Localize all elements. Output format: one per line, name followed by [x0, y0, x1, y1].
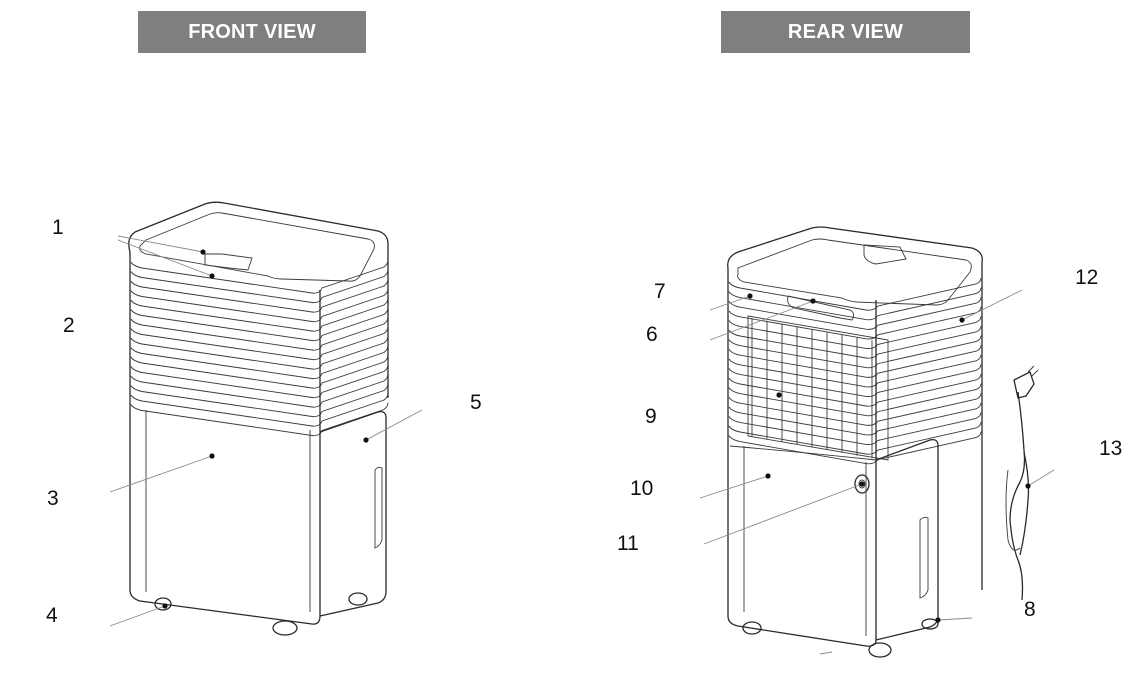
front-top-lid [128, 201, 389, 253]
rear-carry-handle [787, 295, 855, 321]
callout-10: 10 [630, 477, 653, 500]
callout-7: 7 [654, 280, 666, 303]
rear-ribbed-grille [728, 277, 982, 465]
power-cord [981, 365, 1039, 601]
callout-8: 8 [1024, 598, 1036, 621]
callout-4: 4 [46, 604, 58, 627]
front-view-unit [128, 201, 389, 636]
callout-6: 6 [646, 323, 658, 346]
callout-leaders [109, 235, 1055, 655]
callout-11: 11 [617, 532, 639, 555]
front-side-handle [374, 466, 383, 549]
rear-top-lid [727, 226, 983, 272]
rear-drain-outlet [854, 474, 870, 494]
callout-3: 3 [47, 487, 59, 510]
callout-2: 2 [63, 314, 75, 337]
front-ribbed-grille [130, 259, 389, 437]
rear-view-banner: REAR VIEW [721, 11, 970, 53]
rear-lower-body [727, 440, 877, 647]
rear-view-title: REAR VIEW [787, 20, 904, 43]
callout-1: 1 [52, 216, 64, 239]
rear-view-unit [727, 226, 1039, 658]
power-plug [1013, 371, 1035, 399]
callout-5: 5 [470, 391, 482, 414]
front-wheels [154, 592, 368, 636]
front-view-title: FRONT VIEW [188, 20, 316, 43]
callout-12: 12 [1075, 266, 1098, 289]
callout-13: 13 [1099, 437, 1122, 460]
callout-9: 9 [645, 405, 657, 428]
front-lower-body [129, 405, 321, 625]
rear-air-filter-grid [747, 315, 889, 461]
front-view-banner: FRONT VIEW [138, 11, 366, 53]
rear-wheels [742, 618, 939, 658]
